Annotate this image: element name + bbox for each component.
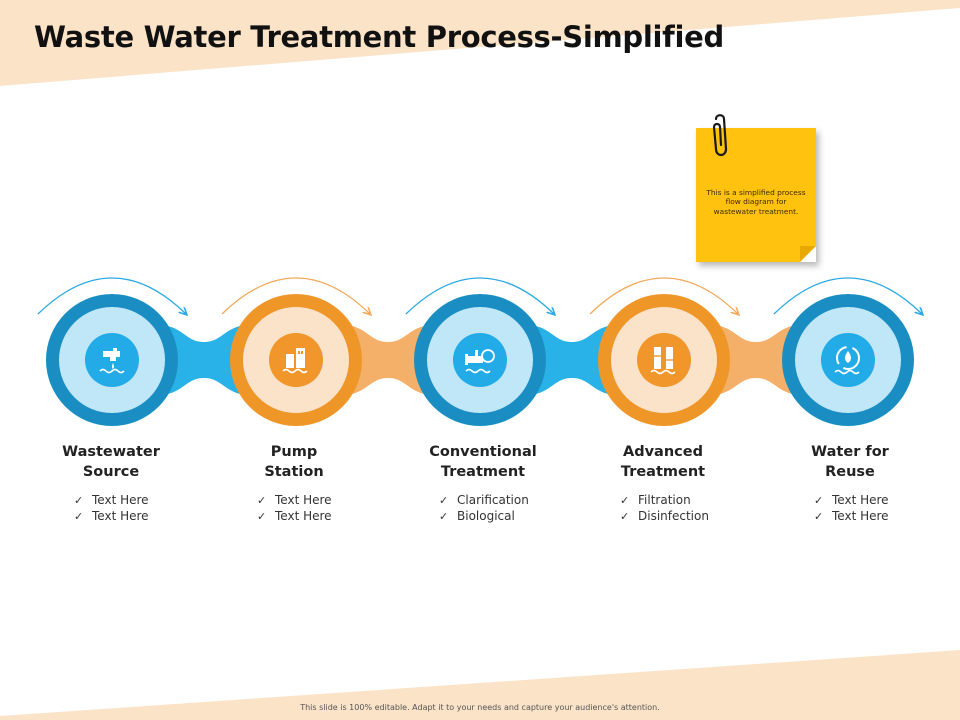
bullet-list-advanced-treatment: ✓Filtration ✓Disinfection [620, 493, 709, 524]
list-item: ✓Text Here [257, 508, 332, 523]
check-icon: ✓ [620, 494, 630, 507]
check-icon: ✓ [439, 509, 449, 523]
step-label-advanced-treatment: Advanced Treatment [620, 444, 706, 480]
check-icon: ✓ [257, 494, 267, 507]
step-label-pump-station: Pump Station [264, 444, 324, 480]
flow-arc-arrow [37, 277, 186, 314]
list-item: ✓Disinfection [620, 508, 709, 523]
flow-connector [152, 324, 256, 396]
flow-connector [520, 324, 624, 396]
flow-connector [704, 324, 808, 396]
process-step-node [414, 294, 546, 426]
bullet-list-wastewater-source: ✓Text Here ✓Text Here [74, 493, 149, 524]
process-flow [37, 277, 960, 426]
bottom-band [0, 650, 960, 720]
slide-title: Waste Water Treatment Process-Simplified [34, 20, 724, 54]
top-band [0, 0, 960, 86]
list-item: ✓Text Here [74, 508, 149, 523]
step-label-wastewater-source: Wastewater Source [62, 444, 160, 480]
flow-arc-arrow [773, 277, 922, 314]
pipe-valve-icon [465, 349, 495, 374]
list-item: ✓Text Here [814, 493, 889, 507]
list-item: ✓Text Here [814, 508, 889, 523]
bullet-list-water-for-reuse: ✓Text Here ✓Text Here [814, 493, 889, 524]
flow-connector [336, 324, 440, 396]
check-icon: ✓ [74, 494, 84, 507]
process-step-node [46, 294, 178, 426]
flow-arc-arrow [405, 277, 554, 314]
list-item: ✓Biological [439, 508, 515, 523]
process-step-node [230, 294, 362, 426]
recycle-drop-icon [834, 346, 860, 375]
check-icon: ✓ [620, 509, 630, 523]
flow-arc-arrow [589, 277, 738, 314]
check-icon: ✓ [439, 494, 449, 507]
list-item: ✓Clarification [439, 493, 529, 507]
filter-tank-icon [650, 347, 676, 375]
paperclip-icon [712, 114, 728, 157]
step-label-conventional-treatment: Conventional Treatment [429, 444, 537, 480]
faucet-water-icon [99, 348, 125, 374]
footer-note: This slide is 100% editable. Adapt it to… [300, 703, 660, 712]
bullet-list-pump-station: ✓Text Here ✓Text Here [257, 493, 332, 524]
bullet-list-conventional-treatment: ✓Clarification ✓Biological [439, 493, 529, 524]
process-step-node [782, 294, 914, 426]
process-step-node [598, 294, 730, 426]
note-folded-corner [800, 246, 816, 262]
flow-arc-arrow [221, 277, 370, 314]
list-item: ✓Filtration [620, 493, 691, 507]
check-icon: ✓ [257, 509, 267, 523]
check-icon: ✓ [814, 509, 824, 523]
list-item: ✓Text Here [257, 493, 332, 507]
list-item: ✓Text Here [74, 493, 149, 507]
pump-station-icon [282, 348, 308, 374]
sticky-note-text: This is a simplified process flow diagra… [706, 188, 806, 216]
step-icon-badge [637, 333, 691, 387]
check-icon: ✓ [74, 509, 84, 523]
check-icon: ✓ [814, 494, 824, 507]
step-label-water-for-reuse: Water for Reuse [811, 444, 889, 480]
